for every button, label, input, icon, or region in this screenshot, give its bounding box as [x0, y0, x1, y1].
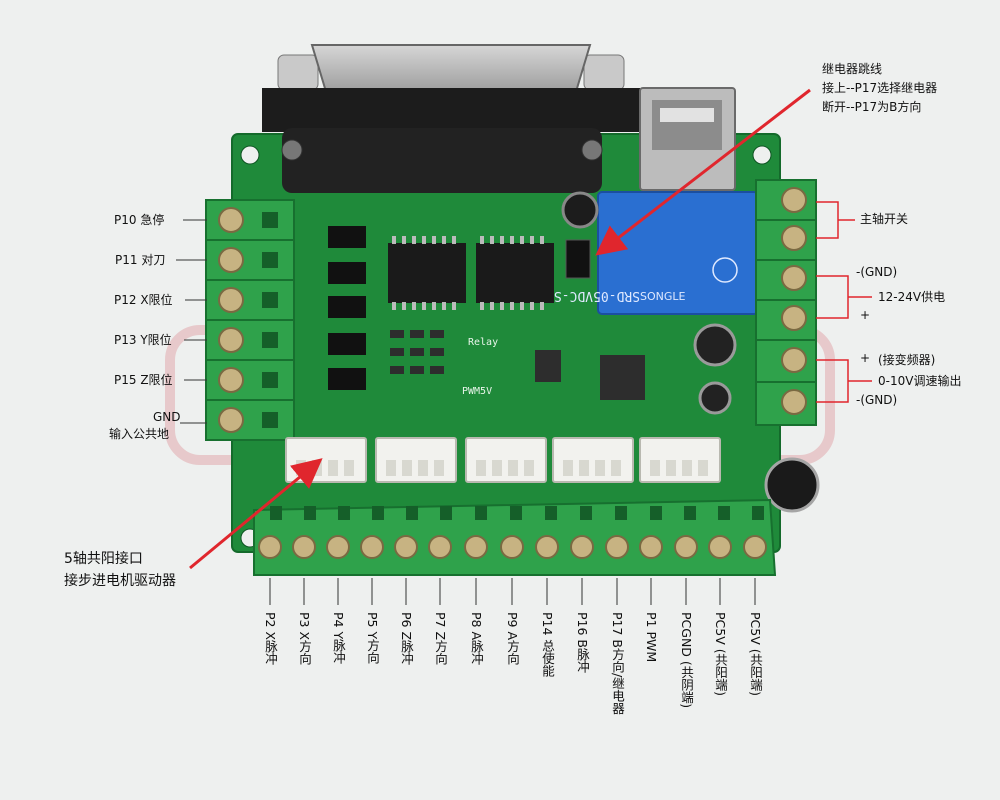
bottom-label-p3: P3 X方向	[297, 612, 312, 666]
relay-jumper	[565, 239, 591, 279]
relay-jumper-line1: 继电器跳线	[822, 62, 883, 76]
axis-header-arrow	[189, 458, 323, 570]
label-gnd-top: -(GND)	[856, 265, 898, 279]
axis-note-line2: 接步进电机驱动器	[64, 573, 176, 589]
silk-relay: Relay	[468, 337, 498, 348]
bottom-label-pc5v-2: PC5V (共阳端)	[748, 612, 763, 696]
capacitors	[561, 191, 820, 513]
bottom-label-p4: P4 Y脉冲	[331, 612, 346, 665]
bottom-label-p17: P17 B方向/继电器	[610, 612, 625, 715]
label-p12: P12 X限位	[114, 293, 173, 307]
bottom-label-p16: P16 B脉冲	[575, 612, 590, 673]
chip-2	[476, 243, 554, 303]
label-gnd-bottom: -(GND)	[856, 393, 898, 407]
bottom-label-pc5v-1: PC5V (共阳端)	[713, 612, 728, 696]
relay-jumper-line3: 断开--P17为B方向	[822, 100, 922, 114]
left-terminal-block	[205, 199, 295, 441]
bottom-label-p9: P9 A方向	[505, 612, 520, 666]
relay-brand-text: SONGLE	[640, 290, 686, 303]
bottom-label-p8: P8 A脉冲	[469, 612, 484, 666]
db25-connector	[262, 44, 640, 193]
silk-pwm: PWM5V	[462, 386, 492, 397]
bottom-label-pcgnd: PCGND (共阴端)	[679, 612, 694, 709]
bottom-terminal-block	[253, 498, 777, 576]
label-p11: P11 对刀	[115, 253, 166, 267]
chip-1	[388, 243, 466, 303]
bottom-label-p5: P5 Y方向	[365, 612, 380, 665]
relay-jumper-line2: 接上--P17选择继电器	[822, 81, 938, 95]
axis-interface-note: 5轴共阳接口 接步进电机驱动器	[64, 548, 176, 592]
right-terminal-block	[755, 179, 817, 426]
relay-jumper-note: 继电器跳线 接上--P17选择继电器 断开--P17为B方向	[822, 60, 937, 117]
label-p10: P10 急停	[114, 213, 165, 227]
label-supply: 12-24V供电	[878, 290, 946, 304]
label-gnd: GND	[153, 410, 181, 424]
optocouplers	[328, 226, 366, 390]
label-vfd: (接变频器)	[878, 353, 936, 367]
label-plus-mid: +	[860, 351, 871, 365]
relay-model-text: SRD-05VDC-SL-C	[530, 288, 640, 303]
relay-jumper-arrow	[595, 88, 811, 256]
axis-note-line1: 5轴共阳接口	[64, 551, 143, 567]
label-p15: P15 Z限位	[114, 373, 173, 387]
bottom-label-p2: P2 X脉冲	[263, 612, 278, 666]
label-common-ground: 输入公共地	[109, 427, 170, 441]
label-speed-output: 0-10V调速输出	[878, 374, 962, 388]
label-plus-top: +	[860, 308, 871, 322]
bottom-label-p14: P14 总使能	[540, 612, 555, 677]
bottom-label-p1: P1 PWM	[644, 612, 659, 663]
bottom-label-p7: P7 Z方向	[433, 612, 448, 666]
label-spindle: 主轴开关	[860, 212, 909, 226]
bottom-label-p6: P6 Z脉冲	[399, 612, 414, 666]
label-p13: P13 Y限位	[114, 333, 172, 347]
